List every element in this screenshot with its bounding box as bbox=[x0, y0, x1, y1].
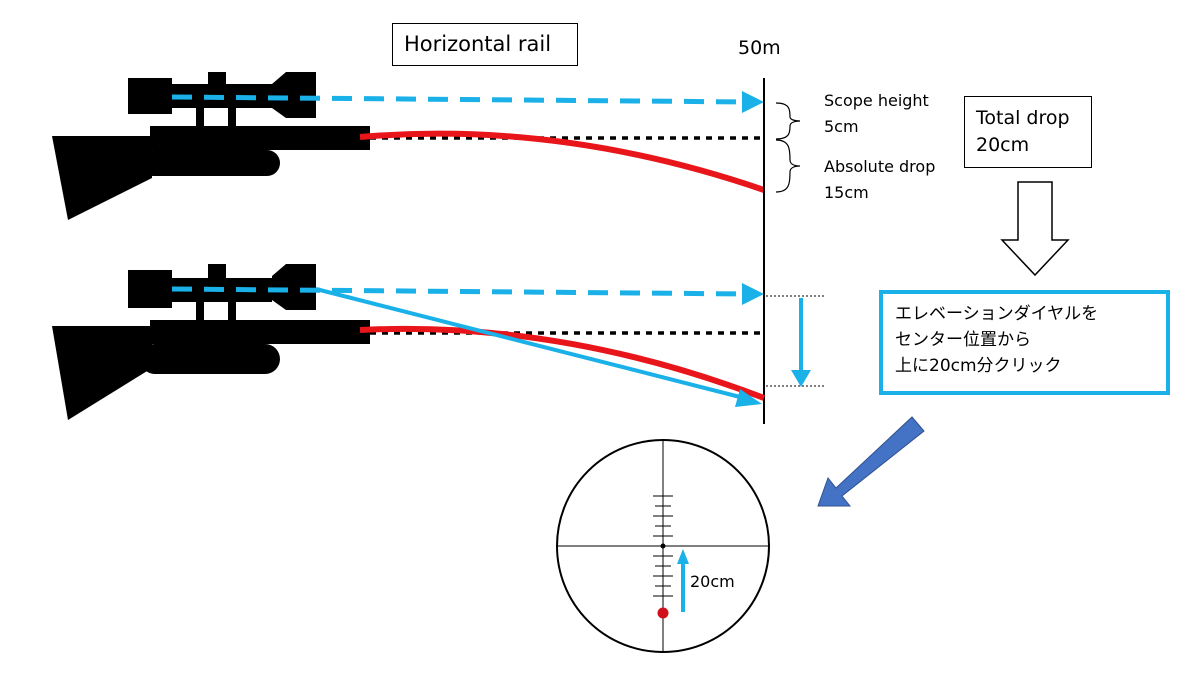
rifle-bottom-mount-rear bbox=[228, 300, 236, 322]
callout-arrow bbox=[817, 416, 925, 507]
rifle-bottom-receiver bbox=[150, 320, 370, 344]
total-drop-box: Total drop 20cm bbox=[964, 96, 1092, 168]
impact-point-dot bbox=[657, 607, 669, 619]
horizontal-rail-label: Horizontal rail bbox=[392, 23, 578, 66]
rifle-bottom-grip bbox=[140, 344, 280, 374]
rifle-top-mount-rear bbox=[228, 108, 236, 128]
note-line-1: エレベーションダイヤルを bbox=[895, 304, 1099, 324]
total-drop-value: 20cm bbox=[976, 134, 1030, 156]
bottom-sight-line bbox=[171, 286, 753, 297]
absolute-drop-title: Absolute drop bbox=[824, 157, 935, 176]
drop-arrow-head bbox=[791, 370, 811, 387]
top-trajectory bbox=[359, 130, 765, 193]
reticle-adjust-label: 20cm bbox=[690, 572, 735, 591]
adjusted-sight-line bbox=[315, 287, 745, 400]
scope-height-title: Scope height bbox=[824, 91, 929, 110]
bottom-trajectory bbox=[359, 325, 766, 401]
adjusted-sight-arrowhead bbox=[735, 389, 762, 407]
rifle-top-mount-front bbox=[196, 108, 204, 128]
elevation-instruction-box: エレベーションダイヤルを センター位置から 上に20cm分クリック bbox=[879, 290, 1170, 395]
rifle-top bbox=[52, 72, 370, 220]
distance-label: 50m bbox=[738, 37, 781, 59]
reticle: 20cm bbox=[556, 439, 770, 653]
total-drop-title: Total drop bbox=[976, 107, 1070, 129]
absolute-drop-value: 15cm bbox=[824, 183, 869, 202]
reticle-center-dot bbox=[660, 543, 666, 549]
reticle-ticks bbox=[653, 495, 673, 597]
rifle-top-receiver bbox=[150, 126, 370, 150]
rifle-bottom bbox=[52, 264, 370, 420]
scope-height-value: 5cm bbox=[824, 117, 859, 136]
bottom-sight-arrowhead bbox=[742, 283, 764, 305]
top-sight-line bbox=[171, 94, 753, 105]
hollow-down-arrow bbox=[1000, 181, 1070, 277]
top-sight-arrowhead bbox=[742, 91, 764, 113]
reticle-adjust-arrow-head bbox=[677, 549, 689, 564]
rifle-top-stock bbox=[52, 136, 152, 220]
scope-height-brace bbox=[775, 102, 801, 140]
rifle-bottom-mount-front bbox=[196, 300, 204, 322]
rifle-top-grip bbox=[140, 150, 280, 176]
absolute-drop-brace bbox=[775, 139, 801, 193]
rifle-bottom-stock bbox=[52, 326, 152, 420]
note-line-2: センター位置から bbox=[895, 330, 1031, 350]
note-line-3: 上に20cm分クリック bbox=[895, 356, 1062, 376]
